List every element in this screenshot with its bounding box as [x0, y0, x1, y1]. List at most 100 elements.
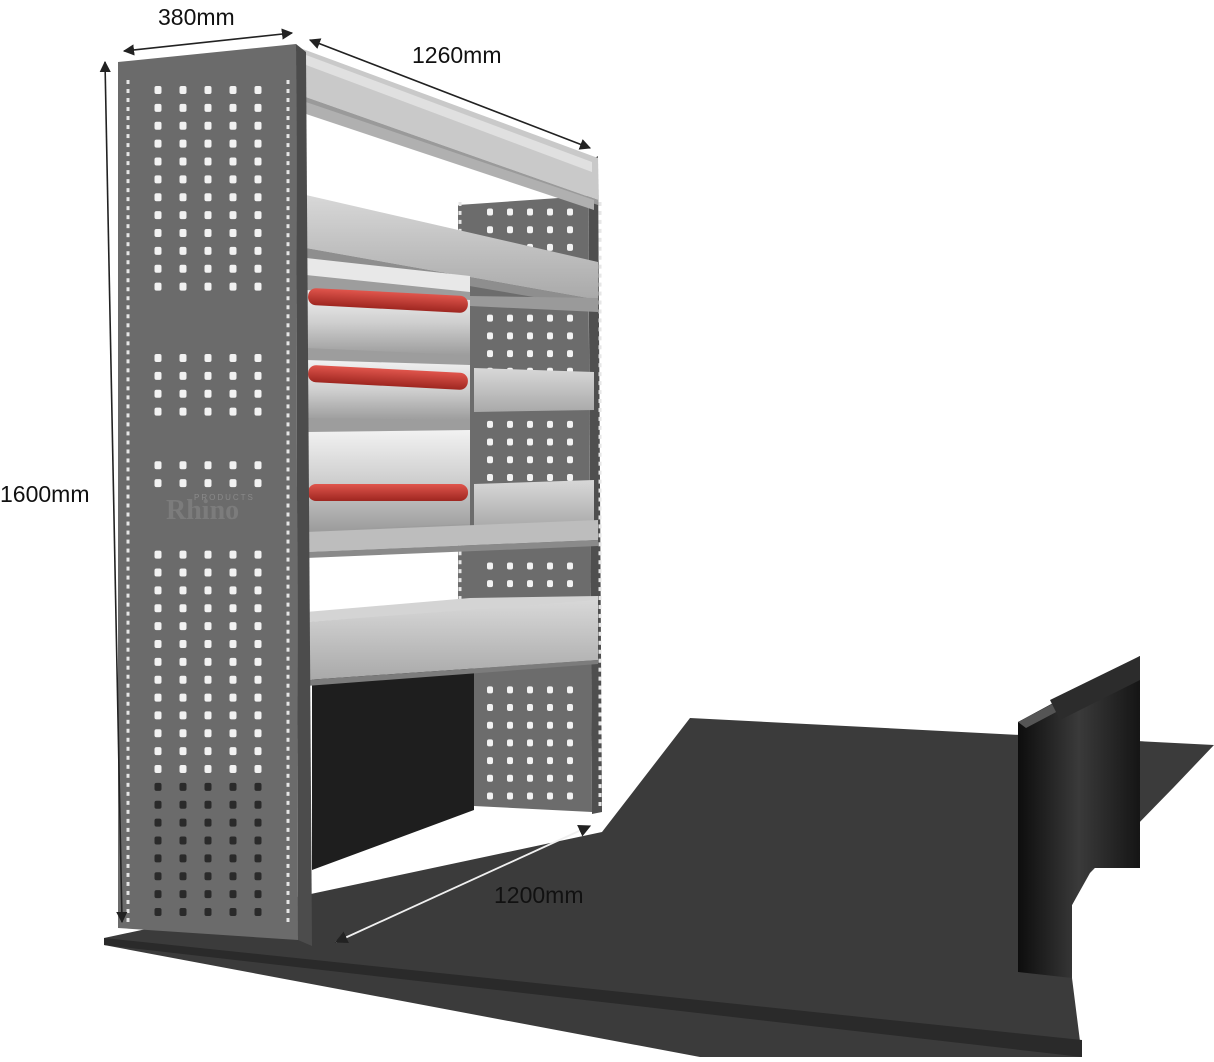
- perforation-hole: [547, 739, 553, 747]
- edge-slot: [286, 152, 290, 157]
- edge-slot: [598, 210, 602, 215]
- perforation-hole: [204, 86, 212, 94]
- perforation-hole: [179, 639, 187, 648]
- perforation-hole: [204, 389, 212, 398]
- edge-slot: [286, 206, 290, 211]
- edge-slot: [126, 107, 130, 112]
- edge-slot: [458, 560, 462, 565]
- edge-slot: [126, 161, 130, 166]
- edge-slot: [286, 305, 290, 310]
- edge-slot: [126, 746, 130, 751]
- perforation-hole: [179, 157, 187, 166]
- perforation-hole: [507, 420, 513, 428]
- edge-slot: [126, 206, 130, 211]
- drawer-unit: [306, 258, 470, 538]
- edge-slot: [126, 584, 130, 589]
- perforation-hole: [204, 193, 212, 202]
- perforation-hole: [154, 282, 162, 291]
- drawer-handle-1[interactable]: [308, 288, 469, 313]
- perforation-hole: [567, 580, 573, 588]
- perforation-hole: [154, 836, 162, 845]
- perforation-hole: [204, 568, 212, 577]
- edge-slot: [598, 407, 602, 412]
- perforation-hole: [229, 228, 237, 237]
- drawer-handle-2[interactable]: [308, 365, 469, 390]
- edge-slot: [126, 656, 130, 661]
- edge-slot: [598, 703, 602, 708]
- edge-slot: [286, 188, 290, 193]
- perforation-hole: [179, 782, 187, 791]
- edge-slot: [126, 782, 130, 787]
- edge-slot: [126, 278, 130, 283]
- edge-slot: [126, 503, 130, 508]
- perforation-hole: [487, 208, 493, 216]
- perforation-hole: [507, 739, 513, 747]
- perforation-hole: [254, 765, 262, 774]
- perforation-hole: [229, 890, 237, 899]
- edge-slot: [126, 566, 130, 571]
- perforation-hole: [229, 782, 237, 791]
- perforation-hole: [487, 757, 493, 765]
- drawer-3[interactable]: [306, 430, 470, 530]
- perforation-hole: [154, 264, 162, 273]
- edge-slot: [286, 764, 290, 769]
- edge-slot: [126, 701, 130, 706]
- perforation-hole: [154, 354, 162, 363]
- edge-slot: [598, 604, 602, 609]
- perforation-hole: [179, 121, 187, 130]
- perforation-hole: [507, 456, 513, 464]
- perforation-hole: [547, 792, 553, 800]
- edge-slot: [598, 318, 602, 323]
- edge-slot: [126, 377, 130, 382]
- perforation-hole: [154, 908, 162, 916]
- perforation-hole: [229, 800, 237, 809]
- perforation-hole: [547, 704, 553, 712]
- edge-slot: [286, 818, 290, 823]
- edge-slot: [286, 134, 290, 139]
- perforation-hole: [179, 479, 187, 488]
- perforation-hole: [254, 211, 262, 220]
- perforation-hole: [204, 157, 212, 166]
- perforation-hole: [154, 675, 162, 684]
- perforation-hole: [567, 704, 573, 712]
- perforation-hole: [229, 264, 237, 273]
- edge-slot: [126, 827, 130, 832]
- perforation-hole: [154, 747, 162, 756]
- edge-slot: [286, 836, 290, 841]
- perforation-hole: [154, 872, 162, 881]
- perforation-hole: [179, 729, 187, 738]
- edge-slot: [598, 336, 602, 341]
- drawer-handle-3[interactable]: [308, 484, 468, 501]
- perforation-hole: [179, 693, 187, 702]
- edge-slot: [286, 548, 290, 553]
- edge-slot: [286, 692, 290, 697]
- edge-slot: [598, 425, 602, 430]
- perforation-hole: [527, 314, 533, 322]
- perforation-hole: [154, 622, 162, 631]
- edge-slot: [126, 818, 130, 823]
- perforation-hole: [507, 314, 513, 322]
- edge-slot: [598, 802, 602, 806]
- edge-slot: [286, 890, 290, 895]
- edge-slot: [286, 854, 290, 859]
- perforation-hole: [179, 175, 187, 184]
- perforation-hole: [179, 550, 187, 559]
- perforation-hole: [527, 774, 533, 782]
- perforation-hole: [507, 580, 513, 588]
- perforation-hole: [154, 639, 162, 648]
- perforation-hole: [487, 739, 493, 747]
- edge-slot: [126, 548, 130, 553]
- edge-slot: [286, 413, 290, 418]
- perforation-hole: [254, 86, 262, 94]
- edge-slot: [598, 640, 602, 645]
- edge-slot: [286, 494, 290, 499]
- edge-slot: [286, 620, 290, 625]
- perforation-hole: [154, 568, 162, 577]
- perforation-hole: [204, 800, 212, 809]
- perforation-hole: [154, 800, 162, 809]
- edge-slot: [286, 260, 290, 265]
- edge-slot: [126, 449, 130, 454]
- perforation-hole: [547, 562, 553, 570]
- perforation-hole: [204, 479, 212, 488]
